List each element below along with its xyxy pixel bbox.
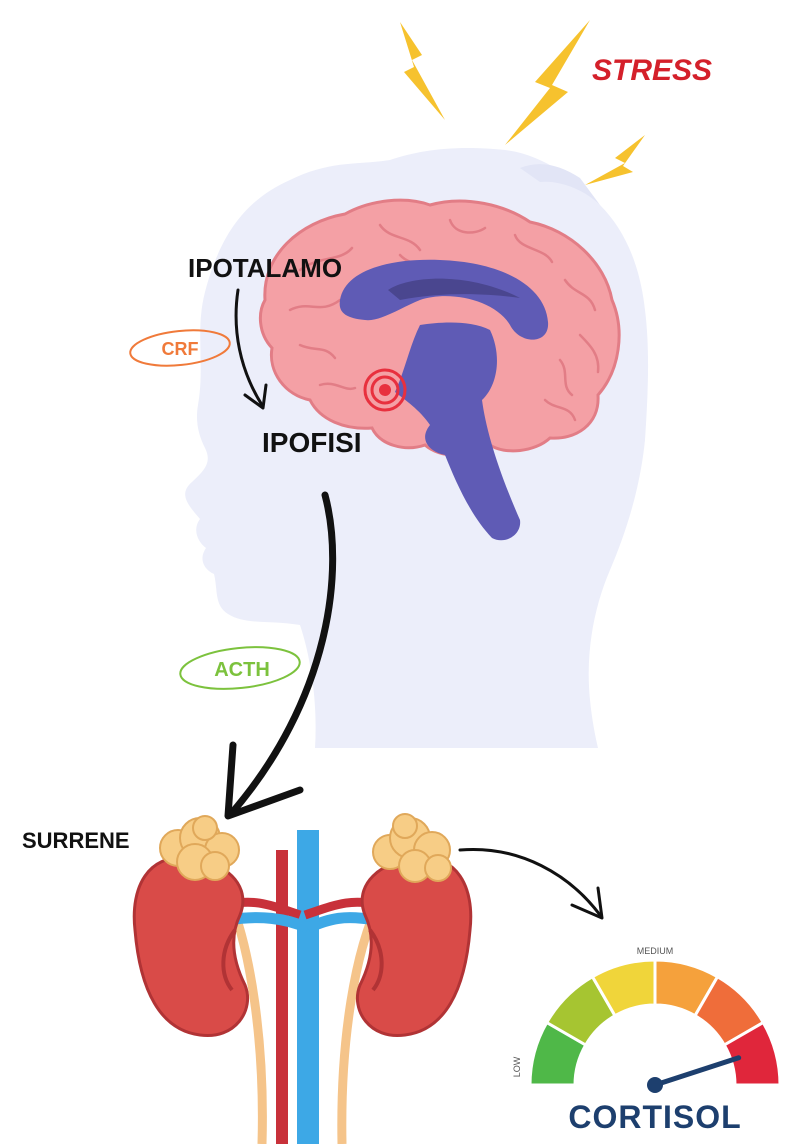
- hypothalamus-label: IPOTALAMO: [188, 253, 342, 283]
- acth-label: ACTH: [214, 659, 270, 681]
- adrenals-label: SURRENE: [22, 828, 130, 853]
- arrow-adrenals-cortisol: [460, 849, 600, 915]
- kidney-right: [357, 858, 470, 1036]
- acth-badge: ACTH: [178, 642, 302, 694]
- stress-label: STRESS: [592, 54, 712, 87]
- gauge-needle: [655, 1058, 739, 1085]
- pituitary-label: IPOFISI: [262, 427, 362, 458]
- gauge-medium-label: MEDIUM: [637, 946, 674, 956]
- cortisol-label: CORTISOL: [568, 1099, 741, 1135]
- gauge-hub: [647, 1077, 663, 1093]
- kidney-icon: [134, 814, 471, 1144]
- crf-label: CRF: [162, 339, 199, 359]
- gauge-low-label: LOW: [512, 1056, 522, 1077]
- target-icon: [365, 370, 405, 410]
- kidney-left: [134, 858, 247, 1036]
